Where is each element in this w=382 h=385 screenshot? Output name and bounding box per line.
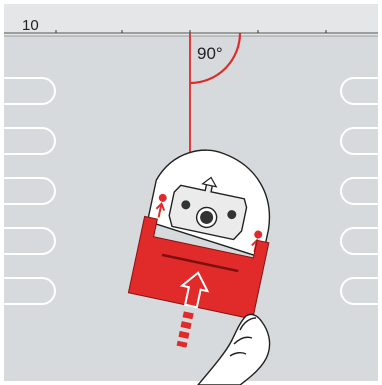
ruler-ticks [55,30,327,33]
template-hole-right [254,230,263,239]
push-up-arrow [179,271,210,309]
mount-arrow-notch [201,176,218,188]
device-panel [127,215,270,320]
screw-hole-right [227,210,237,220]
guide-arrow-left [155,201,166,218]
template-hole-left [158,193,167,202]
ruler-number: 10 [22,17,39,34]
mounting-assembly [146,149,271,259]
device-body [127,215,270,320]
arrow-tail-dashes [176,311,194,348]
angle-label: 90° [197,44,223,63]
angle-arc [189,32,242,85]
radiator-slots-left [4,77,56,305]
radiator-slots-right [340,77,378,305]
device-slot [161,253,239,273]
center-hole-inner [200,210,214,224]
ruler-band [4,4,378,36]
hand-illustration [197,313,271,385]
screw-hole-left [181,200,191,210]
